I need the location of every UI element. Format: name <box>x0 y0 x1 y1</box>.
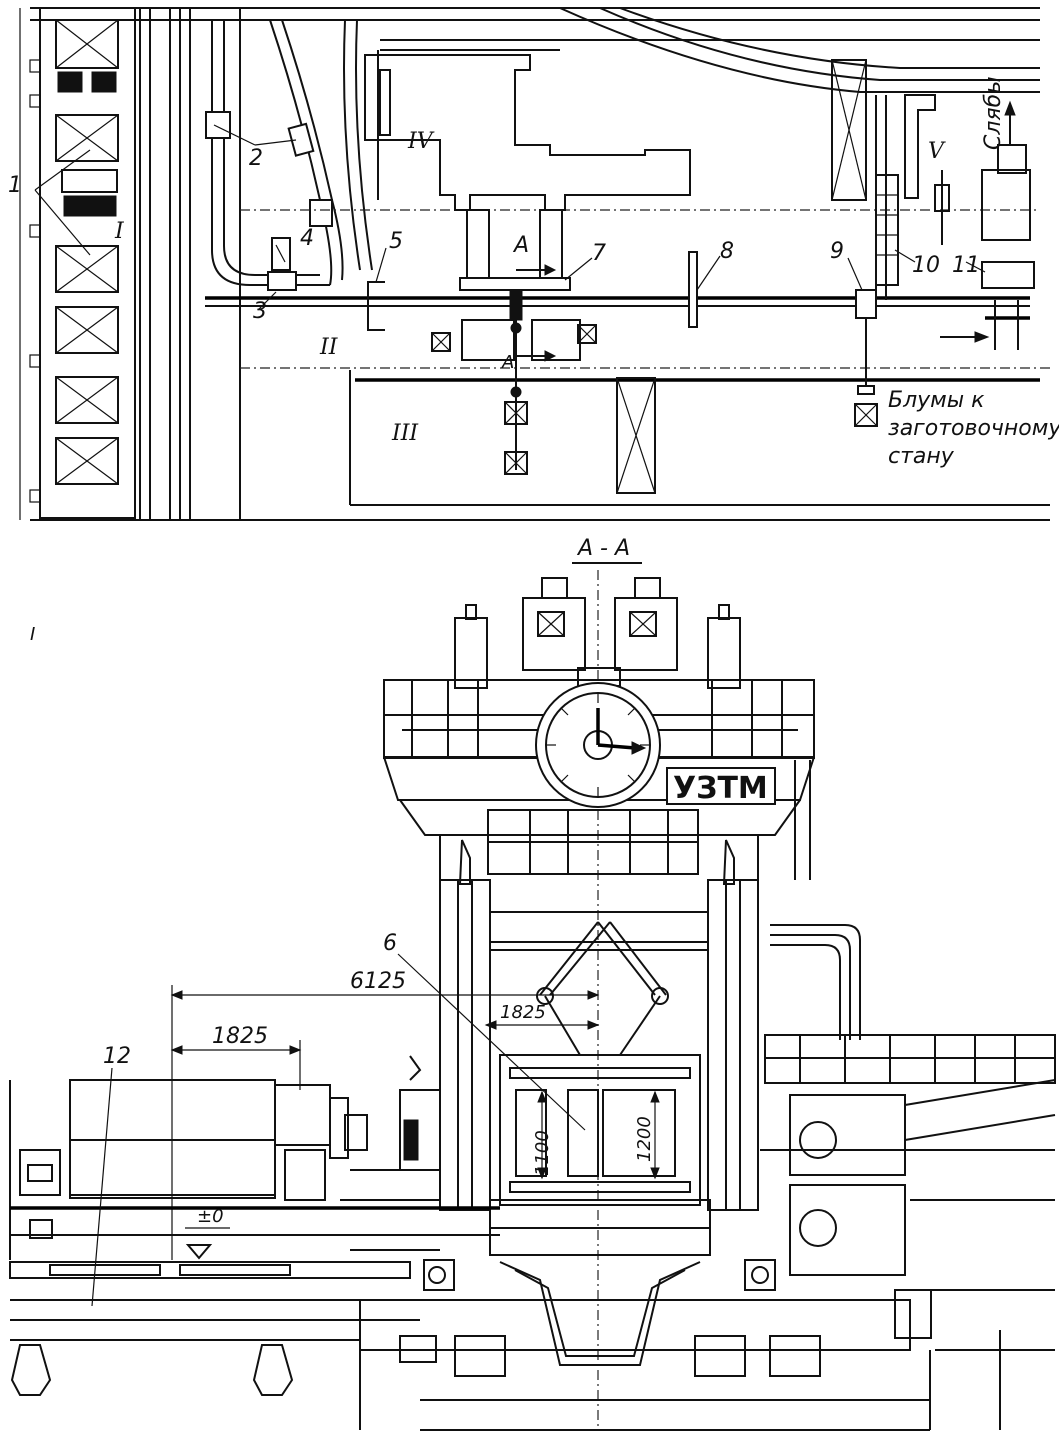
blooms-note-line-2: заготовочному <box>888 416 1059 441</box>
section-title: A - A <box>576 536 630 561</box>
roll-table-line <box>205 296 1030 307</box>
rail-tracks <box>139 8 241 520</box>
level-mark: ±0 <box>197 1206 224 1227</box>
right-piping <box>760 924 1056 1430</box>
brand-plate: УЗТМ <box>673 771 768 806</box>
slabs-label: Слябы <box>981 76 1006 150</box>
zone-label-iv: IV <box>407 129 435 154</box>
section-mark-a-top: A <box>512 233 529 258</box>
callout-9: 9 <box>830 239 844 264</box>
drive-building <box>364 50 691 211</box>
roller-table <box>9 1261 420 1400</box>
section-view: A - A I <box>9 536 1056 1431</box>
main-stand <box>431 209 656 494</box>
callout-10: 10 <box>912 253 940 278</box>
callout-5: 5 <box>389 229 403 254</box>
zone-label-ii: II <box>319 335 339 360</box>
screwdown-motors <box>454 577 741 689</box>
main-drive-motor <box>9 1079 368 1260</box>
callout-1: 1 <box>8 173 22 198</box>
zone-label-v: V <box>928 139 946 164</box>
callout-12: 12 <box>103 1044 131 1069</box>
ingot-car-tracks <box>205 19 373 291</box>
zone-label-i: I <box>114 219 125 244</box>
dim-6125: 6125 <box>350 969 406 994</box>
corner-mark: I <box>30 624 35 645</box>
section-mark-a-bottom: A <box>501 352 514 373</box>
dial-indicator <box>535 682 661 808</box>
work-rolls <box>489 1054 711 1256</box>
mill-base <box>359 1259 931 1431</box>
blooms-note-line-3: стану <box>888 444 955 469</box>
callout-7: 7 <box>592 241 606 266</box>
plan-view: 1 2 3 4 5 7 8 9 10 11 I II III IV V A A … <box>8 7 1059 521</box>
callout-2: 2 <box>249 146 263 171</box>
callout-8: 8 <box>720 239 734 264</box>
blooms-note-line-1: Блумы к <box>888 388 985 413</box>
dim-1825-stand: 1825 <box>500 1002 546 1023</box>
zone-label-iii: III <box>391 421 419 446</box>
dim-1200: 1200 <box>634 1116 655 1162</box>
mill-housing <box>439 839 759 1211</box>
dim-1100: 1100 <box>532 1130 553 1176</box>
callout-11: 11 <box>952 253 980 278</box>
callout-4: 4 <box>300 226 314 251</box>
callout-6: 6 <box>383 931 397 956</box>
callout-3: 3 <box>253 299 267 324</box>
soaking-pits <box>29 7 136 519</box>
lower-truss <box>439 809 759 881</box>
dim-1825-left: 1825 <box>212 1024 268 1049</box>
